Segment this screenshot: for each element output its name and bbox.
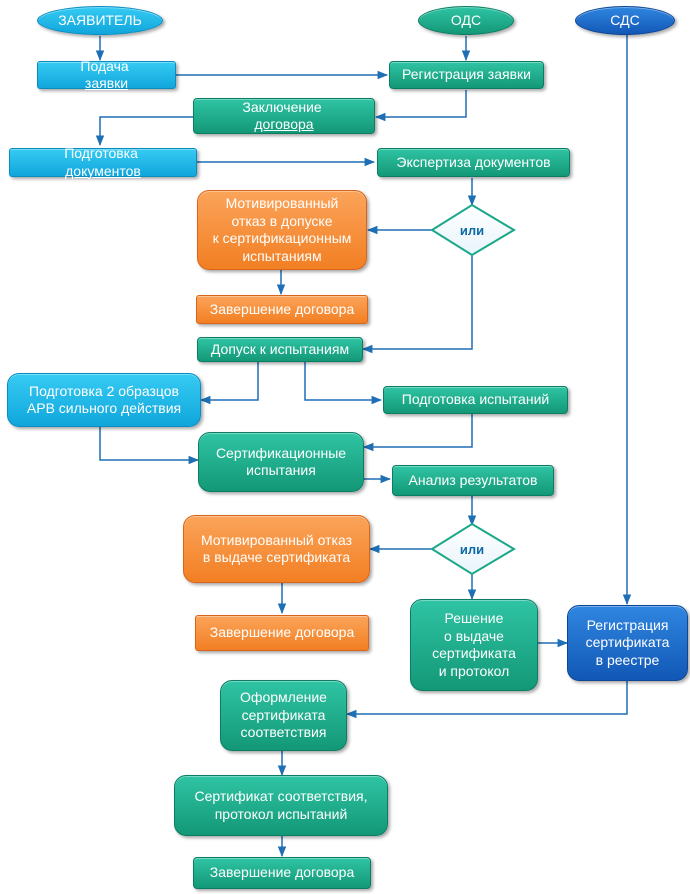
node-prepare-samples: Подготовка 2 образцов АРВ сильного дейст… [7,373,201,427]
node-register-application: Регистрация заявки [389,61,544,89]
submit-prefix: Подача [80,57,133,74]
node-refusal-certificate: Мотивированный отказ в выдаче сертификат… [183,515,370,583]
arrow-registry-issue [345,681,628,719]
node-certificate-protocol: Сертификат соответствия, протокол испыта… [174,775,388,836]
node-issue-certificate: Оформление сертификата соответствия [220,680,347,751]
node-decision-protocol: Решение о выдаче сертификата и протокол [410,599,538,691]
node-submit-application: Подача заявки [37,57,176,91]
role-ods: ОДС [418,6,514,35]
arrow-register-contract [374,90,467,122]
node-admission: Допуск к испытаниям [197,337,363,362]
arrow-or1-admission [361,255,473,354]
node-end-contract-1: Завершение договора [196,295,368,324]
or-label-1: или [459,222,485,238]
arrow-admission-preptests [304,362,383,405]
node-end-contract-3: Завершение договора [193,857,371,889]
submit-link[interactable]: заявки [84,75,129,91]
decision-diamond-1 [430,203,516,257]
node-contract: Заключение договора [193,98,375,134]
role-sds: СДС [575,6,675,35]
node-analysis: Анализ результатов [392,465,554,496]
node-end-contract-2: Завершение договора [195,615,369,651]
prep-docs-prefix: Подготовка [64,145,142,161]
arrow-contract-prepdocs [95,116,193,147]
node-document-expertise: Экспертиза документов [377,148,570,177]
node-certification-tests: Сертификационные испытания [198,432,364,492]
node-registry: Регистрация сертификата в реестре [567,605,688,681]
arrow-preptests-certtests [362,414,473,452]
arrow-admission-samples [199,362,259,405]
prep-docs-link[interactable]: документов [65,162,141,179]
contract-link[interactable]: договора [254,116,314,132]
or-label-2: или [459,541,485,557]
role-applicant: ЗАЯВИТЕЛЬ [37,6,163,35]
decision-diamond-2 [430,522,516,576]
arrow-samples-certtests [99,427,200,465]
node-refusal-admission: Мотивированный отказ в допуске к сертифи… [197,190,367,270]
node-prepare-tests: Подготовка испытаний [383,386,568,414]
node-prepare-documents: Подготовка документов [9,145,197,179]
contract-prefix: Заключение [242,98,326,115]
